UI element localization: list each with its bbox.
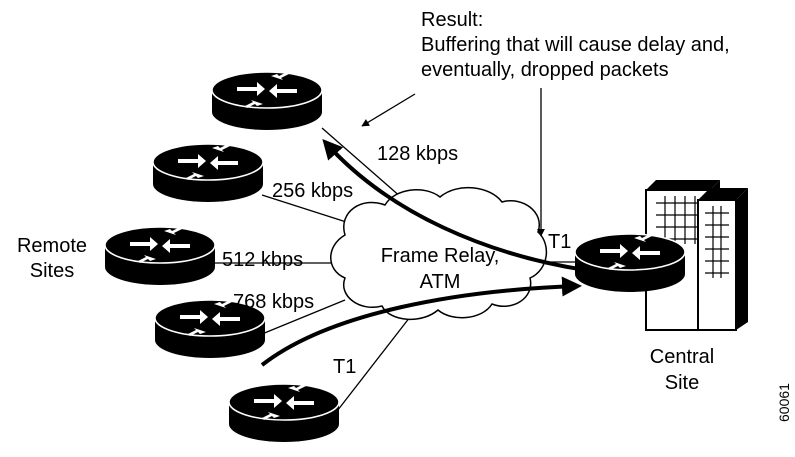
remote-sites-label-line2: Sites [30,260,74,282]
traffic-arrow-to-central [260,276,582,367]
link-line-r5 [333,316,411,416]
traffic-arrow-to-remote [322,139,586,272]
remote-sites-label-line1: Remote [17,235,87,257]
router-icon [211,71,323,131]
central-site-label-line2: Site [665,372,699,394]
central-site-label-line1: Central [650,346,714,368]
router-icon [574,233,686,293]
speed-label-central: T1 [548,231,571,253]
speed-label-r4: 768 kbps [233,291,314,313]
router-icon [228,383,340,443]
speed-label-r5: T1 [333,356,356,378]
cloud-label-line2: ATM [420,271,461,293]
result-line1: Buffering that will cause delay and, [421,34,730,56]
result-title: Result: [421,9,483,31]
speed-label-r1: 128 kbps [377,143,458,165]
annotation-arrow-left [361,93,416,127]
speed-label-r2: 256 kbps [272,180,353,202]
link-line-r4 [261,299,346,335]
router-icon [152,143,264,203]
router-icon [104,226,216,286]
figure-id: 60061 [776,383,792,422]
result-line2: eventually, dropped packets [421,59,669,81]
office-building-icon [645,180,748,331]
speed-label-r3: 512 kbps [222,249,303,271]
cloud-label-line1: Frame Relay, [381,245,500,267]
wan-cloud-icon [330,186,548,321]
